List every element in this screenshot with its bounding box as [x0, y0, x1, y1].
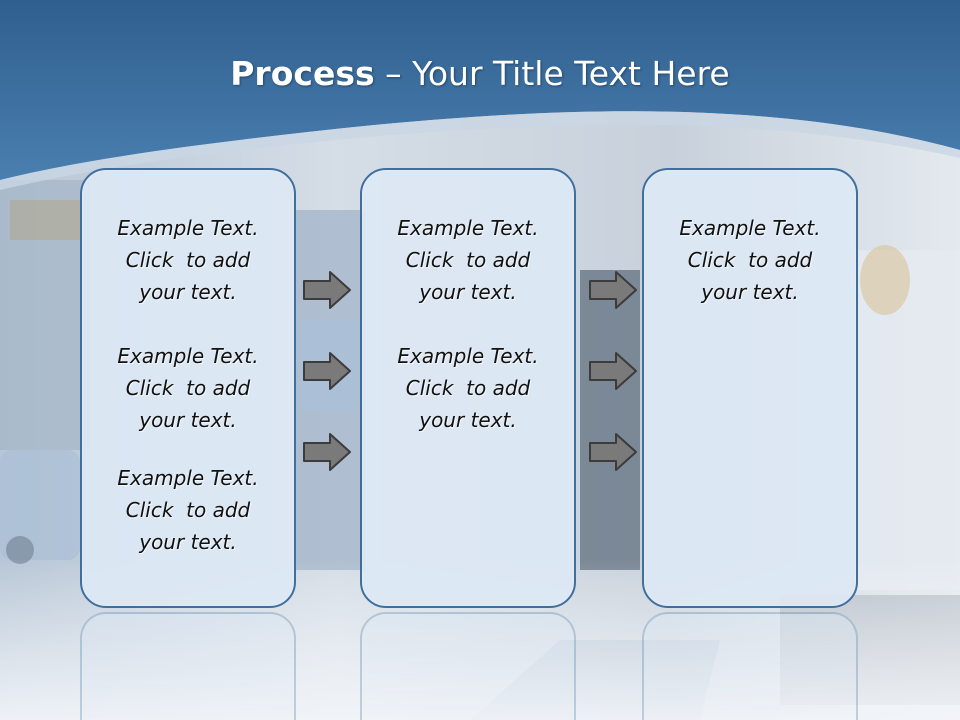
text-block[interactable]: Example Text. Click to add your text.	[82, 340, 294, 436]
text-line: Example Text.	[679, 216, 821, 240]
text-line: Click to add	[125, 376, 251, 400]
text-block[interactable]: Example Text. Click to add your text.	[82, 462, 294, 558]
text-line: Click to add	[405, 248, 531, 272]
right-arrow-icon[interactable]	[302, 270, 352, 310]
text-block[interactable]: Example Text. Click to add your text.	[82, 212, 294, 308]
right-arrow-icon[interactable]	[588, 351, 638, 391]
text-line: Example Text.	[117, 216, 259, 240]
box-reflection	[80, 612, 296, 720]
process-box-2[interactable]: Example Text. Click to add your text. Ex…	[360, 168, 576, 608]
text-line: Click to add	[687, 248, 813, 272]
text-line: your text.	[419, 280, 517, 304]
text-line: Example Text.	[117, 344, 259, 368]
text-line: Click to add	[125, 498, 251, 522]
text-line: Example Text.	[397, 216, 539, 240]
text-block[interactable]: Example Text. Click to add your text.	[644, 212, 856, 308]
text-block[interactable]: Example Text. Click to add your text.	[362, 340, 574, 436]
text-line: Click to add	[125, 248, 251, 272]
process-box-3[interactable]: Example Text. Click to add your text.	[642, 168, 858, 608]
box-reflection	[642, 612, 858, 720]
title-bold-text: Process	[230, 54, 375, 93]
text-line: Example Text.	[117, 466, 259, 490]
right-arrow-icon[interactable]	[302, 351, 352, 391]
box-reflection	[360, 612, 576, 720]
text-line: your text.	[139, 280, 237, 304]
right-arrow-icon[interactable]	[588, 432, 638, 472]
text-line: your text.	[139, 530, 237, 554]
text-line: your text.	[701, 280, 799, 304]
slide-title[interactable]: Process – Your Title Text Here	[0, 54, 960, 93]
text-line: Example Text.	[397, 344, 539, 368]
text-block[interactable]: Example Text. Click to add your text.	[362, 212, 574, 308]
right-arrow-icon[interactable]	[302, 432, 352, 472]
text-line: your text.	[139, 408, 237, 432]
text-line: Click to add	[405, 376, 531, 400]
title-rest-text: – Your Title Text Here	[374, 54, 730, 93]
process-box-1[interactable]: Example Text. Click to add your text. Ex…	[80, 168, 296, 608]
text-line: your text.	[419, 408, 517, 432]
right-arrow-icon[interactable]	[588, 270, 638, 310]
